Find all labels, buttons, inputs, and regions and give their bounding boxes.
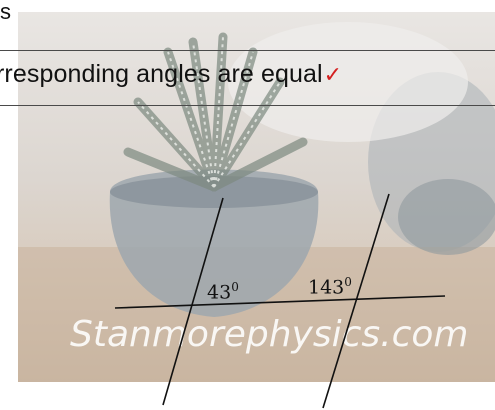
watermark: Stanmorephysics.com <box>70 314 469 355</box>
right-parallel-line <box>322 193 390 409</box>
angle-left-value: 43 <box>207 281 232 304</box>
horizontal-transversal-line <box>114 295 446 309</box>
statement-row: rresponding angles are equal✓ <box>0 50 495 106</box>
plant-pot-photo <box>18 22 495 382</box>
angle-right-degree: 0 <box>344 275 352 289</box>
left-parallel-line <box>162 197 224 406</box>
background-photo: Stanmorephysics.com <box>18 12 495 382</box>
section-heading-fragment: s <box>0 0 11 24</box>
statement-text: rresponding angles are equal <box>0 60 323 88</box>
angle-right-label: 1430 <box>308 272 352 297</box>
angle-left-degree: 0 <box>231 280 239 294</box>
statement-text-wrap: rresponding angles are equal✓ <box>0 60 342 89</box>
angle-right-value: 143 <box>308 276 345 299</box>
angle-left-label: 430 <box>207 277 239 302</box>
check-icon: ✓ <box>323 63 343 88</box>
